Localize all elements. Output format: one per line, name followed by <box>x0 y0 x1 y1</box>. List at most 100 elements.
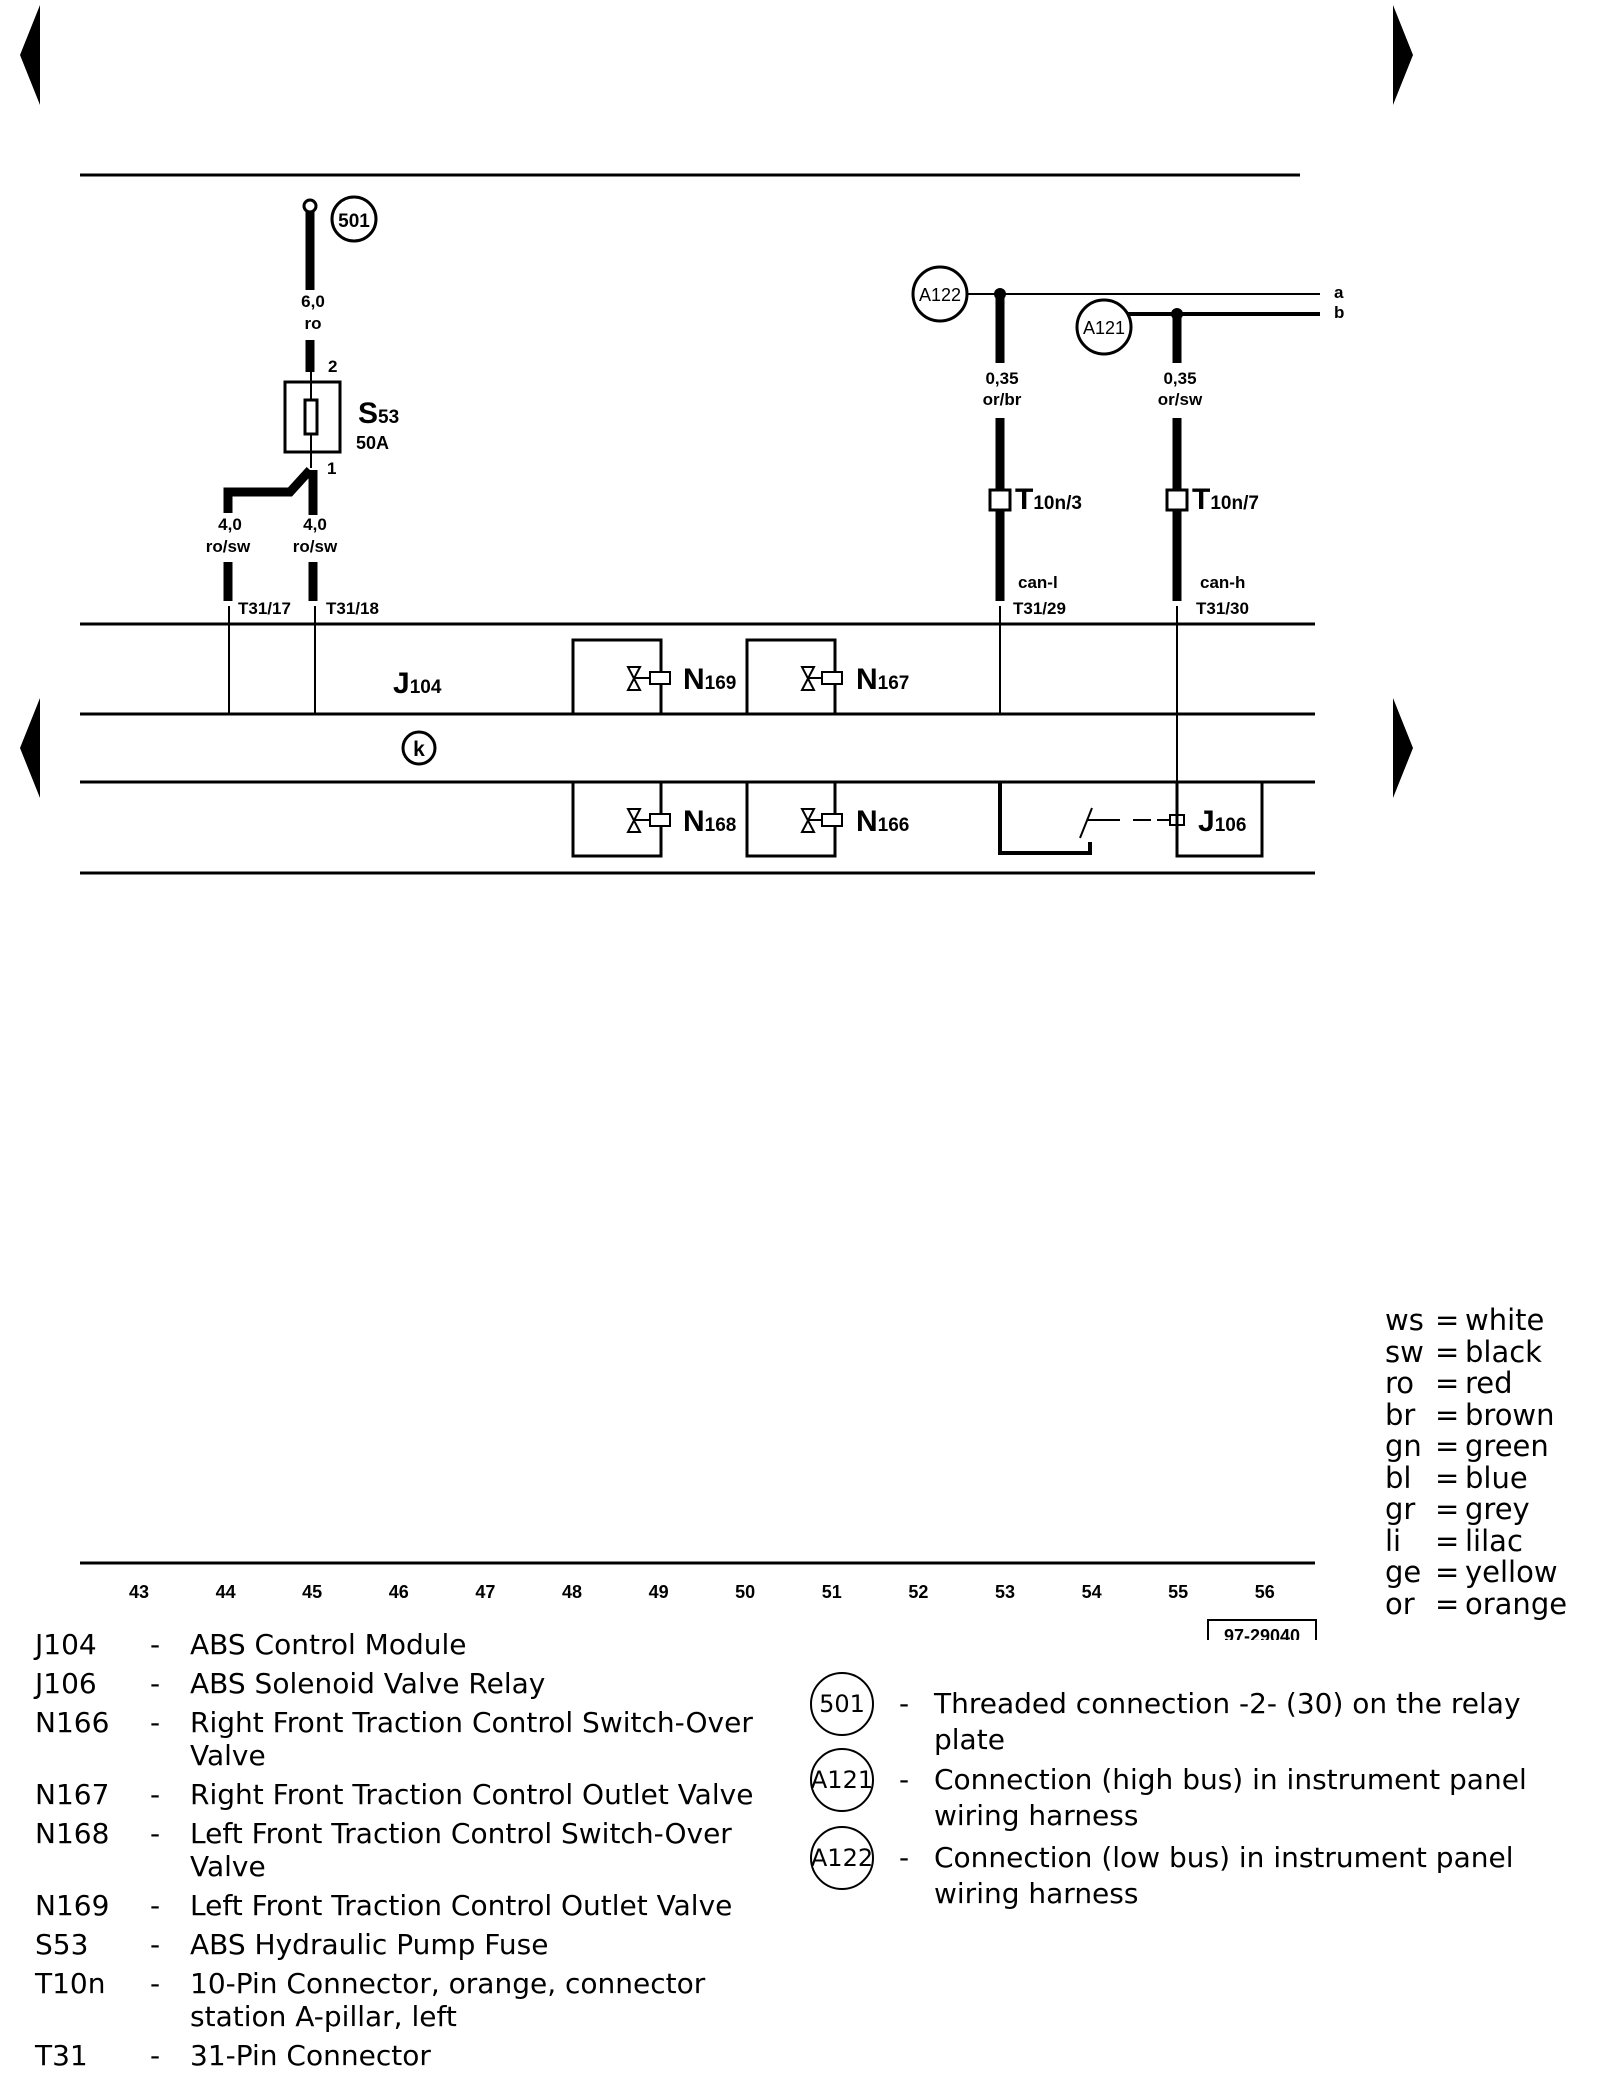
terminal-t31-30: T31/30 <box>1196 599 1249 618</box>
fuse-s53-box <box>283 380 342 454</box>
connection-description: Connection (high bus) in instrument pane… <box>934 1763 1527 1832</box>
terminal-can-h: can-h <box>1200 573 1245 592</box>
fuse-s53-element <box>303 398 319 436</box>
scale-number: 48 <box>562 1582 582 1602</box>
diagram-id: 97-29040 <box>1224 1626 1300 1640</box>
legend-description: 31-Pin Connector <box>190 2039 431 2072</box>
color-abbr: li <box>1385 1523 1402 1558</box>
fuse-s53-rating: 50A <box>356 433 389 453</box>
terminal-can-l: can-l <box>1018 573 1058 592</box>
connector-t10n3-symbol <box>988 488 1012 512</box>
next-page-arrow-middle[interactable] <box>1393 698 1413 798</box>
color-equals: = <box>1435 1397 1460 1432</box>
relay-j106-switch <box>1079 807 1093 839</box>
k-symbol-label: k <box>413 738 425 761</box>
connector-501-circle <box>330 195 378 243</box>
color-abbr: ro <box>1385 1366 1415 1400</box>
fuse-s53-label: S53 <box>358 397 399 430</box>
prev-page-arrow-middle[interactable] <box>20 698 40 798</box>
fuse-pin-2: 2 <box>328 357 337 376</box>
prev-page-arrow-top[interactable] <box>20 5 40 105</box>
color-name: black <box>1465 1334 1542 1369</box>
legend-code: T10n <box>35 1967 106 2000</box>
valve-n169-label: N169 <box>683 663 736 696</box>
color-equals: = <box>1435 1303 1460 1337</box>
legend-dash: - <box>150 1667 161 1700</box>
connection-symbol: A122 <box>810 1826 874 1890</box>
wire-2-color: ro/sw <box>206 537 251 556</box>
color-name: red <box>1465 1366 1513 1400</box>
legend-dash: - <box>150 1928 161 1961</box>
bus-label-b: b <box>1334 303 1344 322</box>
color-equals: = <box>1435 1523 1460 1558</box>
valve-n167-label: N167 <box>856 663 909 696</box>
valve-n167-symbol <box>800 666 843 691</box>
color-name: lilac <box>1465 1523 1523 1558</box>
color-name: white <box>1465 1303 1545 1337</box>
relay-j106-box <box>1175 780 1264 858</box>
color-abbr: ws <box>1385 1303 1424 1337</box>
color-abbr: or <box>1385 1586 1415 1621</box>
legend-description: Right Front Traction Control Outlet Valv… <box>190 1778 754 1811</box>
wire-splice-4-0 <box>223 466 314 513</box>
legend-description: Left Front Traction Control Outlet Valve <box>190 1889 733 1922</box>
color-name: orange <box>1465 1586 1568 1621</box>
wire-5-size: 0,35 <box>1163 369 1196 388</box>
color-abbr: gr <box>1385 1492 1416 1526</box>
relay-j106-contact-circuit <box>998 782 1092 855</box>
wire-2-size: 4,0 <box>218 515 242 534</box>
legend-dash: - <box>150 1706 161 1739</box>
connector-a122-label: A122 <box>919 285 961 305</box>
connection-dash: - <box>898 1841 910 1874</box>
connector-a122-circle <box>911 265 969 323</box>
color-key-row: li =lilac <box>1385 1523 1567 1558</box>
module-j104-label: J104 <box>393 667 442 700</box>
color-key-row: gn=green <box>1385 1429 1567 1463</box>
legend-code: J106 <box>35 1667 97 1700</box>
color-equals: = <box>1435 1366 1460 1400</box>
legend-row: N169-Left Front Traction Control Outlet … <box>35 1889 825 1922</box>
color-equals: = <box>1435 1334 1460 1369</box>
legend-row: N168-Left Front Traction Control Switch-… <box>35 1817 825 1883</box>
color-abbr: bl <box>1385 1460 1412 1495</box>
legend-dash: - <box>150 2039 161 2072</box>
scale-number: 54 <box>1082 1582 1102 1602</box>
valve-n166-label: N166 <box>856 805 909 838</box>
legend-description: ABS Solenoid Valve Relay <box>190 1667 546 1700</box>
next-page-arrow-top[interactable] <box>1393 5 1413 105</box>
scale-number: 43 <box>129 1582 149 1602</box>
legend-code: N167 <box>35 1778 110 1811</box>
legend-row: T31-31-Pin Connector <box>35 2039 825 2072</box>
connector-t10n7-label: T10n/7 <box>1192 483 1259 516</box>
color-key-row: sw =black <box>1385 1334 1567 1369</box>
scale-number: 49 <box>649 1582 669 1602</box>
bus-label-a: a <box>1334 283 1344 302</box>
scale-number: 53 <box>995 1582 1015 1602</box>
wire-3-size: 4,0 <box>303 515 327 534</box>
color-key-row: gr=grey <box>1385 1492 1567 1526</box>
terminal-t31-17: T31/17 <box>238 599 291 618</box>
scale-number: 55 <box>1168 1582 1188 1602</box>
color-abbr: ge <box>1385 1555 1422 1589</box>
color-equals: = <box>1435 1429 1460 1463</box>
scale-number: 45 <box>302 1582 322 1602</box>
connection-dash: - <box>898 1763 910 1796</box>
connection-legend-row: A122-Connection (low bus) in instrument … <box>810 1826 1594 1912</box>
legend-dash: - <box>150 1817 161 1850</box>
valve-n168-symbol <box>626 808 671 833</box>
connector-a121-circle <box>1075 298 1133 356</box>
wire-1-size: 6,0 <box>301 292 325 311</box>
valve-n166-symbol <box>800 808 843 833</box>
scale-number: 52 <box>908 1582 928 1602</box>
color-name: blue <box>1465 1460 1528 1495</box>
color-key-row: ws =white <box>1385 1303 1567 1337</box>
color-name: grey <box>1465 1492 1530 1526</box>
color-abbr: sw <box>1385 1334 1424 1369</box>
legend-code: J104 <box>35 1628 97 1661</box>
legend-description: 10-Pin Connector, orange, connector stat… <box>190 1967 706 2033</box>
legend-row: J104-ABS Control Module <box>35 1628 825 1661</box>
color-name: green <box>1465 1429 1549 1463</box>
terminal-t31-18: T31/18 <box>326 599 379 618</box>
